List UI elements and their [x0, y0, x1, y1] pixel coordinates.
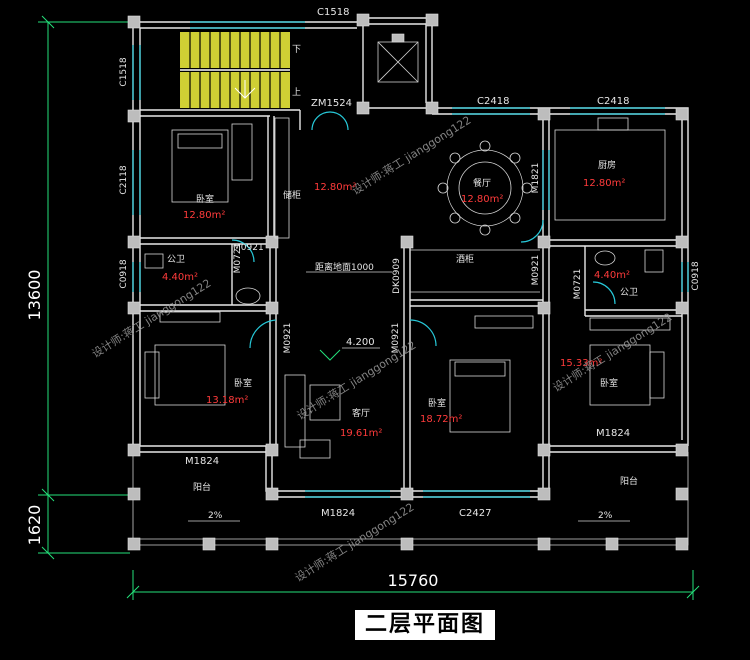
stair-down-label: 下 — [292, 45, 301, 55]
dim-total-height: 13600 — [25, 270, 44, 321]
room-living-area: 19.61m² — [340, 428, 382, 439]
room-bedroom-se-name: 卧室 — [600, 377, 618, 389]
opening-m1824-s: M1824 — [321, 508, 355, 519]
room-bedroom-nw-name: 卧室 — [196, 193, 214, 205]
room-bath-w-name: 公卫 — [167, 254, 185, 265]
opening-c2118: C2118 — [119, 165, 129, 194]
opening-m0721-a: M0721 — [233, 243, 243, 274]
wine-cabinet-label: 酒柜 — [456, 253, 474, 265]
opening-dk0909: DK0909 — [392, 258, 402, 294]
room-bedroom-se-area: 15.33m² — [560, 358, 602, 369]
opening-c0918-e: C0918 — [691, 261, 701, 290]
opening-c2418-b: C2418 — [597, 96, 629, 107]
room-bedroom-sw-area: 13.18m² — [206, 395, 248, 406]
windows — [132, 21, 689, 498]
opening-c2427: C2427 — [459, 508, 491, 519]
opening-zm1524: ZM1524 — [311, 98, 352, 109]
drawing-title: 二层平面图 — [355, 610, 495, 640]
elevator-shaft — [377, 33, 419, 83]
inner-walls — [140, 107, 682, 491]
watermark-2: 设计师:蒋工 jianggong122 — [350, 114, 474, 198]
watermark-1: 设计师:蒋工 jianggong122 — [90, 277, 214, 361]
opening-m0921-b: M0921 — [531, 255, 541, 286]
opening-m1824-e: M1824 — [596, 428, 630, 439]
stair-up-label: 上 — [292, 87, 301, 98]
dim-total-width: 15760 — [388, 571, 439, 590]
opening-c0918-w: C0918 — [119, 259, 129, 288]
slope-e-label: 2% — [598, 511, 613, 521]
room-dining-area: 12.80m² — [461, 194, 503, 205]
opening-c2418-a: C2418 — [477, 96, 509, 107]
floor-note-label: 距离地面1000 — [315, 261, 374, 273]
room-dining-name: 餐厅 — [473, 177, 491, 189]
room-kitchen-name: 厨房 — [598, 159, 616, 171]
opening-m0921-a: M0921 — [233, 243, 264, 253]
room-bedroom-s-area: 18.72m² — [420, 414, 462, 425]
furniture — [144, 117, 671, 459]
room-bath-e-area: 4.40m² — [594, 270, 630, 281]
door-swings — [231, 111, 616, 349]
staircase — [180, 32, 290, 108]
opening-m1821: M1821 — [531, 163, 541, 194]
dimension-lines — [38, 15, 700, 600]
room-bedroom-sw-name: 卧室 — [234, 377, 252, 389]
dim-balcony-depth: 1620 — [25, 505, 44, 546]
elevation-label: 4.200 — [346, 337, 375, 348]
room-hall-area: 12.80m² — [314, 182, 356, 193]
room-living-name: 客厅 — [352, 407, 370, 419]
room-bath-e-name: 公卫 — [620, 287, 638, 298]
room-balcony-e-name: 阳台 — [620, 475, 638, 487]
opening-m1824-w: M1824 — [185, 456, 219, 467]
room-kitchen-area: 12.80m² — [583, 178, 625, 189]
cabinet-label: 储柜 — [283, 189, 301, 201]
room-balcony-w-name: 阳台 — [193, 481, 211, 493]
columns — [127, 13, 689, 551]
room-bedroom-nw-area: 12.80m² — [183, 210, 225, 221]
room-bedroom-s-name: 卧室 — [428, 397, 446, 409]
slope-w-label: 2% — [208, 511, 223, 521]
opening-m0921-d: M0921 — [391, 323, 401, 354]
opening-c1518-top: C1518 — [317, 7, 349, 18]
opening-c1518-left: C1518 — [119, 57, 129, 86]
opening-m0921-c: M0921 — [283, 323, 293, 354]
opening-m0721-b: M0721 — [573, 269, 583, 300]
room-bath-w-area: 4.40m² — [162, 272, 198, 283]
